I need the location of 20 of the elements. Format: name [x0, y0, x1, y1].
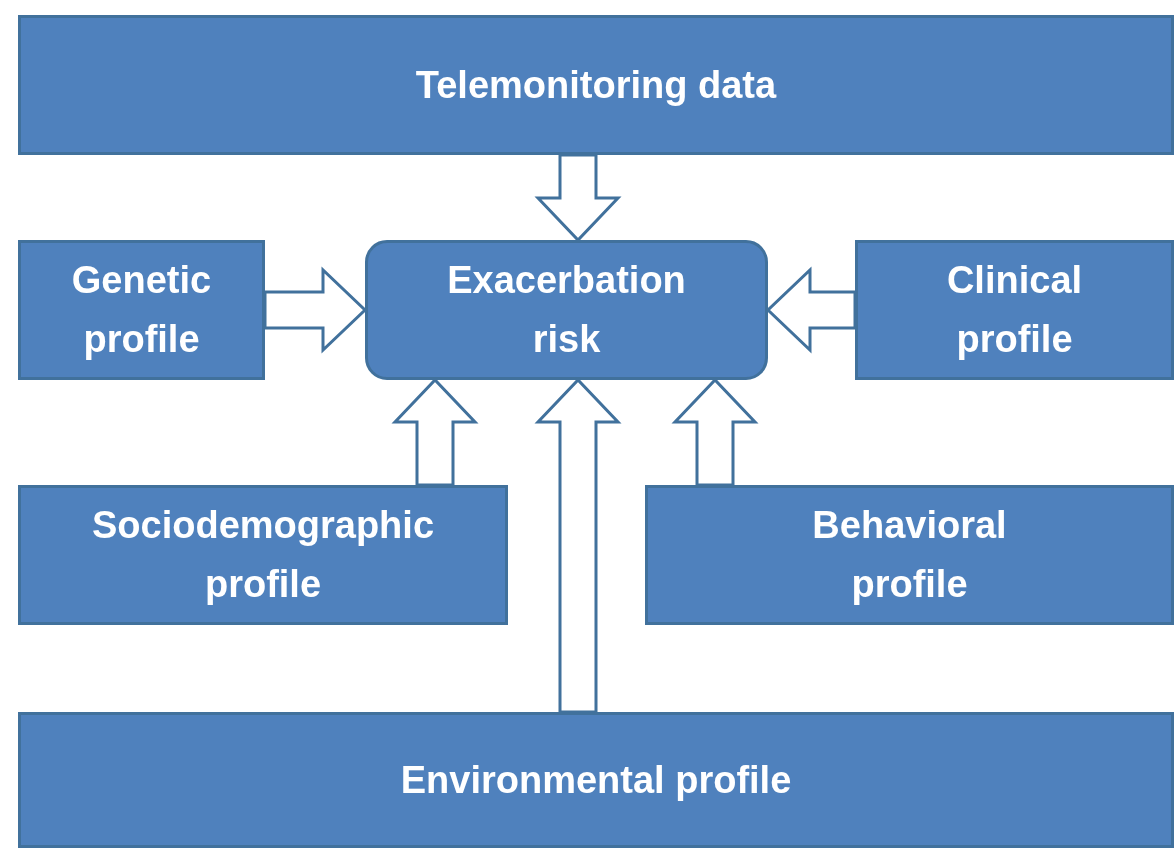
- box-label: Exacerbation risk: [446, 258, 687, 362]
- box-label: Clinical profile: [945, 258, 1084, 362]
- block-arrow: [765, 266, 857, 354]
- process-box: [18, 15, 1174, 155]
- block-arrow: [534, 153, 622, 243]
- process-box: [18, 485, 508, 625]
- box-label: Environmental profile: [399, 757, 793, 803]
- process-box: [645, 485, 1174, 625]
- box-label: Sociodemographic profile: [90, 503, 436, 607]
- block-arrow: [263, 266, 368, 354]
- block-arrow: [391, 377, 479, 487]
- block-arrow: [671, 377, 759, 487]
- block-arrow: [534, 377, 622, 714]
- rounded-process-box: [365, 240, 768, 380]
- process-box: [18, 712, 1174, 848]
- process-box: [18, 240, 265, 380]
- box-label: Telemonitoring data: [414, 62, 778, 108]
- process-box: [855, 240, 1174, 380]
- box-label: Genetic profile: [70, 258, 213, 362]
- box-label: Behavioral profile: [811, 503, 1008, 607]
